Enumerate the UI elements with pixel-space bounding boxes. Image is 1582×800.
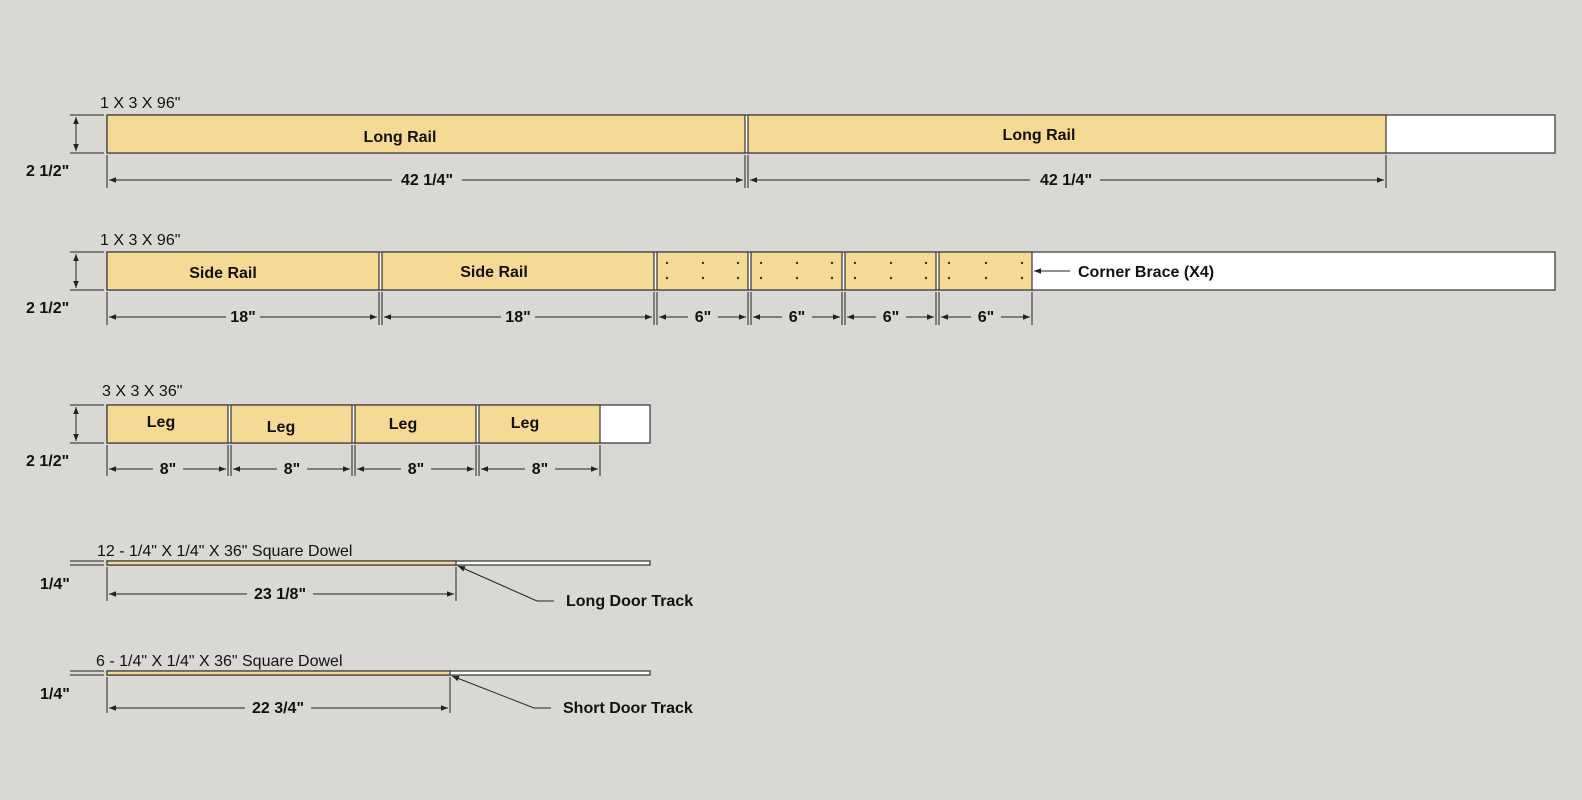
board-4-stock-label: 12 - 1/4" X 1/4" X 36" Square Dowel [97,543,352,560]
board-3-part-leg-2 [230,404,353,444]
board-5-height-label: 1/4" [40,686,70,703]
board-1-part-long-rail-1 [106,114,746,154]
board-2-part-side-rail-1 [106,251,380,291]
board-3-dim-label-bgs [153,459,555,479]
board-2-part-2-label: Side Rail [460,264,528,281]
board-3-part-3-dim: 8" [408,461,424,478]
board-4-part-long-door-track [106,560,457,566]
board-1-dim-label-bg [392,170,462,190]
board-2-stock-label: 1 X 3 X 96" [100,232,180,249]
board-2-height-label: 2 1/2" [26,300,69,317]
board-4-height-label: 1/4" [40,576,70,593]
corner-brace-holes [665,261,1024,280]
long-door-track-callout: Long Door Track [566,593,693,610]
board-3-part-2-label: Leg [267,419,295,436]
board-3-part-3-label: Leg [389,416,417,433]
corner-brace-callout: Corner Brace (X4) [1078,264,1214,281]
board-1-stock-label: 1 X 3 X 96" [100,95,180,112]
board-5-stock-label: 6 - 1/4" X 1/4" X 36" Square Dowel [96,653,343,670]
board-1-part-2-label: Long Rail [1003,127,1076,144]
board-2-part-corner-brace-1 [656,251,749,291]
short-door-track-callout-arrow [451,675,551,709]
board-2-part-6-dim: 6" [978,309,994,326]
board-3-ticks [106,445,601,476]
board-2-part-side-rail-2 [381,251,655,291]
board-2-part-corner-brace-4 [938,251,1033,291]
board-5: 6 - 1/4" X 1/4" X 36" Square Dowel 1/4" … [40,653,693,718]
board-4-part-1-dim: 23 1/8" [254,586,306,603]
board-3-part-leg-3 [354,404,477,444]
board-2-part-corner-brace-2 [750,251,843,291]
board-2-part-5-dim: 6" [883,309,899,326]
board-2: 1 X 3 X 96" Side Rail Side Rail Corner B… [26,232,1556,327]
board-3-stock-label: 3 X 3 X 36" [102,383,182,400]
board-4: 12 - 1/4" X 1/4" X 36" Square Dowel 1/4"… [40,543,693,610]
board-2-part-corner-brace-3 [844,251,937,291]
board-2-dim-label-bgs [226,307,1001,327]
board-5-part-short-door-track [106,670,451,676]
short-door-track-callout: Short Door Track [563,700,693,717]
board-1-height-label: 2 1/2" [26,163,69,180]
board-1-part-1-dim: 42 1/4" [401,172,453,189]
board-2-part-1-label: Side Rail [189,265,257,282]
board-1-part-2-dim: 42 1/4" [1040,172,1092,189]
board-1: 1 X 3 X 96" Long Rail Long Rail 2 1/2" 4… [26,95,1556,190]
long-door-track-callout-arrow [457,565,554,602]
board-1-part-long-rail-2 [747,114,1387,154]
board-3-part-2-dim: 8" [284,461,300,478]
board-2-part-3-dim: 6" [695,309,711,326]
board-1-part-1-label: Long Rail [364,129,437,146]
board-1-dim-label-bg [1030,170,1100,190]
board-3-part-1-label: Leg [147,414,175,431]
board-3-part-4-label: Leg [511,415,539,432]
board-3-height-label: 2 1/2" [26,453,69,470]
board-2-part-1-dim: 18" [230,309,255,326]
board-4-dim-label-bg [247,584,313,604]
board-3-part-1-dim: 8" [160,461,176,478]
board-3-part-leg-4 [478,404,601,444]
board-2-part-4-dim: 6" [789,309,805,326]
board-3: 3 X 3 X 36" Leg Leg Leg Leg 2 1/2" [26,383,651,479]
board-3-part-leg-1 [106,404,229,444]
board-5-part-1-dim: 22 3/4" [252,700,304,717]
board-2-ticks [106,292,1033,325]
board-2-part-2-dim: 18" [505,309,530,326]
board-3-part-4-dim: 8" [532,461,548,478]
board-5-dim-label-bg [245,698,311,718]
